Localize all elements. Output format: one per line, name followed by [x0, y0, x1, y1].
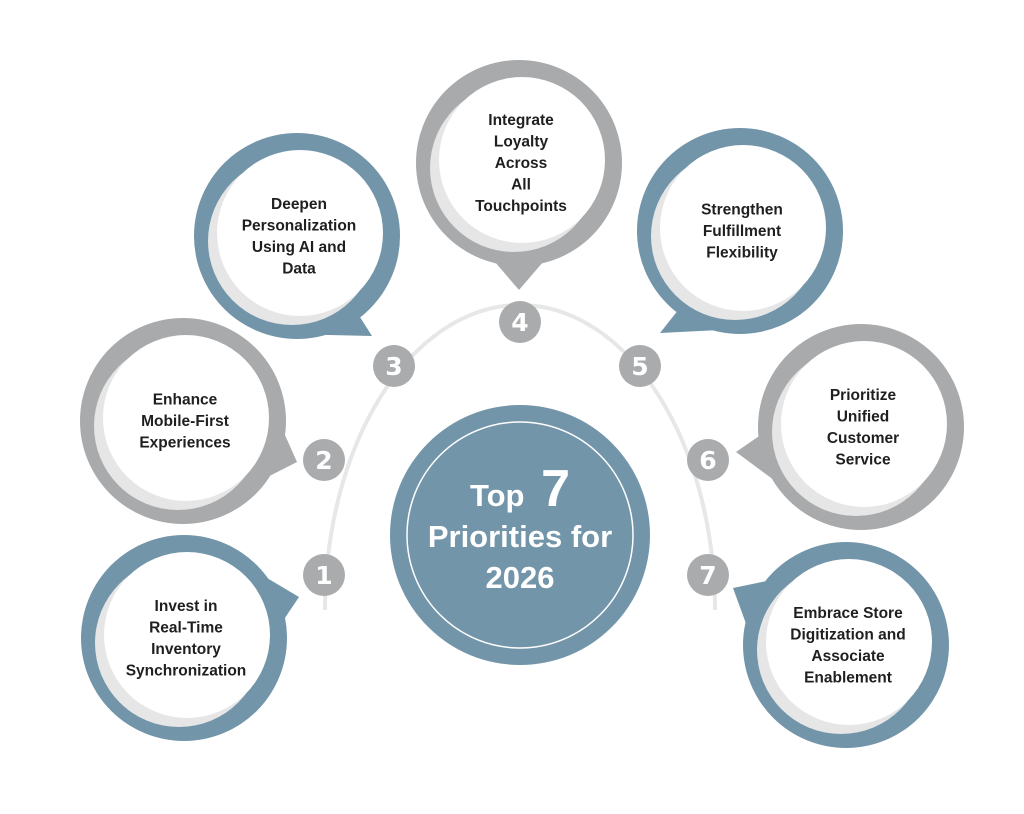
priority-7-line-3: Associate — [811, 648, 885, 665]
number-badge-4: 4 — [499, 301, 541, 343]
center-circle-inner-ring — [406, 421, 634, 649]
priority-1-line-2: Real-Time — [149, 619, 223, 636]
priority-4-line-5: Touchpoints — [475, 198, 567, 215]
priority-5-line-3: Flexibility — [706, 245, 778, 262]
priority-2-line-3: Experiences — [139, 435, 230, 452]
number-badge-label: 2 — [315, 446, 332, 475]
priority-6-line-1: Prioritize — [830, 387, 897, 404]
priority-4-line-1: Integrate — [488, 112, 554, 129]
number-badge-circle — [303, 439, 345, 481]
number-badge-label: 4 — [511, 308, 528, 337]
priority-bubbles: Invest in Real-TimeInventorySynchronizati… — [80, 60, 964, 748]
number-badge-5: 5 — [619, 345, 661, 387]
number-badge-3: 3 — [373, 345, 415, 387]
number-badge-label: 3 — [385, 352, 402, 381]
center-circle-fill — [390, 405, 650, 665]
priority-1-line-4: Synchronization — [126, 662, 247, 679]
priority-6-line-4: Service — [835, 451, 891, 468]
priority-1-line-1: Invest in — [155, 598, 218, 615]
center-title-line3: 2026 — [486, 560, 555, 595]
number-badge-circle — [619, 345, 661, 387]
priority-6-line-2: Unified — [837, 408, 890, 425]
priority-3-line-1: Deepen — [271, 196, 327, 213]
number-badge-7: 7 — [687, 554, 729, 596]
center-circle: Top 7 Priorities for 2026 — [390, 405, 650, 665]
number-badge-circle — [303, 554, 345, 596]
number-badge-label: 5 — [631, 352, 648, 381]
number-badge-2: 2 — [303, 439, 345, 481]
bubble-tail — [491, 258, 547, 290]
number-badge-circle — [687, 554, 729, 596]
number-badge-6: 6 — [687, 439, 729, 481]
number-badges: 1 2 3 4 5 6 7 — [303, 301, 729, 596]
number-badge-circle — [687, 439, 729, 481]
bubble-inner — [781, 341, 947, 507]
center-title-number: 7 — [541, 460, 570, 518]
number-badge-circle — [373, 345, 415, 387]
priority-7-line-2: Digitization and — [790, 626, 905, 643]
bubble-inner — [660, 145, 826, 311]
bubble-inner — [104, 552, 270, 718]
priority-5-line-1: Strengthen — [701, 202, 783, 219]
priority-3-line-2: Personalization — [242, 217, 357, 234]
priority-4-line-3: Across — [495, 155, 548, 172]
number-badge-label: 7 — [699, 561, 716, 590]
priority-6-line-3: Customer — [827, 430, 899, 447]
number-badge-label: 1 — [315, 561, 332, 590]
bubble-inner — [439, 77, 605, 243]
bubble-inner — [217, 150, 383, 316]
center-title-prefix: Top — [470, 478, 525, 513]
priority-4-line-2: Loyalty — [494, 134, 549, 151]
center-title-line2: Priorities for — [428, 519, 612, 554]
priority-7-line-1: Embrace Store — [793, 605, 903, 622]
priority-2-line-1: Enhance — [153, 392, 218, 409]
bubble-inner — [766, 559, 932, 725]
priority-bubble-1: Invest in Real-TimeInventorySynchronizati… — [81, 535, 299, 741]
center-title-line1: Top 7 — [470, 460, 570, 518]
priority-2-line-2: Mobile-First — [141, 413, 229, 430]
priority-3-line-4: Data — [282, 260, 316, 277]
number-badge-label: 6 — [699, 446, 716, 475]
priority-4-line-4: All — [511, 177, 531, 194]
bubble-inner — [103, 335, 269, 501]
priority-5-line-2: Fulfillment — [703, 223, 781, 240]
priority-3-line-3: Using AI and — [252, 239, 346, 256]
number-badge-circle — [499, 301, 541, 343]
priority-1-line-3: Inventory — [151, 641, 221, 658]
priority-7-line-4: Enablement — [804, 669, 892, 686]
number-badge-1: 1 — [303, 554, 345, 596]
